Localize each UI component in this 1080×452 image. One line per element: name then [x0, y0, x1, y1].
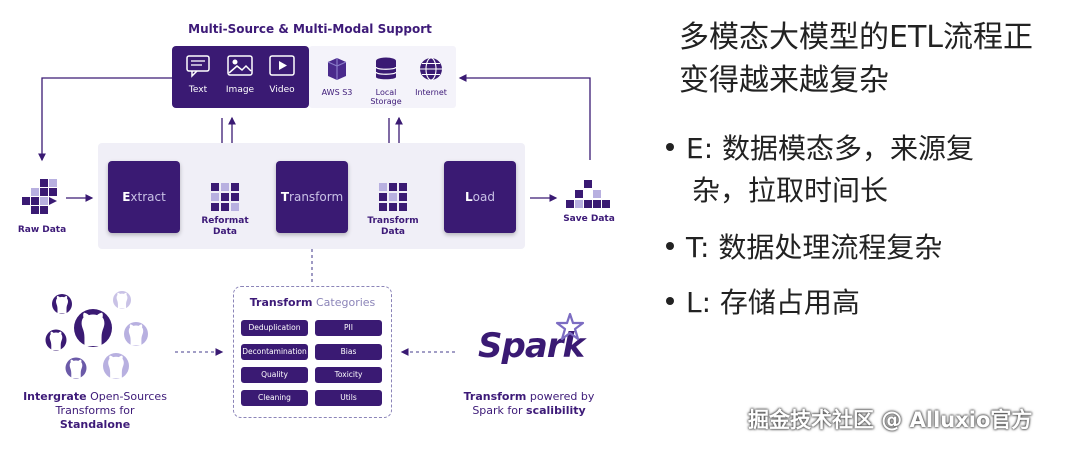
transform-data-line2: Data — [381, 227, 405, 237]
storage-source-panel: AWS S3 Local Storage Internet — [309, 46, 456, 108]
transform-data-line1: Transform — [367, 216, 419, 226]
diagram-title: Multi-Source & Multi-Modal Support — [188, 22, 432, 36]
reformat-line2: Data — [213, 227, 237, 237]
source-video: Video — [262, 54, 302, 95]
categories-title-rest: Categories — [312, 296, 376, 309]
raw-data-icon — [22, 179, 57, 214]
globe-icon — [420, 57, 442, 81]
spark-l1-bold: Transform — [463, 390, 527, 403]
source-image: Image — [220, 54, 260, 95]
source-text: Text — [178, 54, 218, 95]
load-rest: oad — [472, 190, 495, 204]
load-initial: L — [465, 190, 473, 204]
category-decontamination: Decontamination — [241, 344, 308, 360]
categories-title-bold: Transform — [249, 296, 313, 309]
note-l-line1: L: 存储占用高 — [686, 286, 860, 319]
transform-rest: ransform — [289, 190, 344, 204]
source-internet-label: Internet — [415, 88, 447, 97]
transform-data-label: Transform Data — [364, 216, 422, 238]
note-bullet-l: L: 存储占用高 — [666, 282, 860, 324]
category-quality: Quality — [241, 367, 308, 383]
category-deduplication: Deduplication — [241, 320, 308, 336]
image-icon — [227, 55, 253, 76]
watermark: 掘金技术社区 @ Alluxio官方 — [748, 408, 1033, 432]
save-data-icon — [566, 180, 610, 208]
bullet-dot — [666, 143, 674, 151]
transform-stage: Transform — [276, 161, 348, 233]
source-local-storage: Local Storage — [359, 56, 413, 106]
source-text-label: Text — [188, 85, 208, 95]
category-utils: Utils — [315, 390, 382, 406]
reformat-data-icon — [211, 183, 239, 211]
aws-s3-icon — [327, 58, 347, 80]
open-source-l1-rest: Open-Sources — [86, 390, 167, 403]
spark-logo-text: Spark — [478, 326, 585, 366]
source-local-storage-label: Local Storage — [370, 88, 402, 106]
extract-stage: Extract — [108, 161, 180, 233]
category-toxicity: Toxicity — [315, 367, 382, 383]
raw-data-label: Raw Data — [17, 225, 67, 235]
open-source-l1-bold: Intergrate — [23, 390, 87, 403]
spark-l2-bold: scalibility — [526, 404, 586, 417]
source-aws-s3: AWS S3 — [313, 56, 361, 97]
notes-title-line2: 变得越来越复杂 — [679, 63, 889, 98]
notes-title: 多模态大模型的ETL流程正 变得越来越复杂 — [679, 16, 1033, 102]
multimodal-source-panel: Text Image Video — [172, 46, 309, 108]
database-icon — [375, 57, 397, 80]
spark-star-icon — [555, 312, 585, 341]
open-source-l2-bold: Standalone — [59, 418, 131, 431]
chat-text-icon — [186, 55, 210, 78]
open-source-l2-rest: Transforms for — [55, 404, 135, 417]
open-source-caption: Intergrate Open-Sources Transforms for S… — [20, 390, 170, 432]
video-icon — [269, 55, 295, 76]
categories-title: Transform Categories — [234, 296, 391, 309]
note-t-line1: T: 数据处理流程复杂 — [686, 231, 943, 264]
bullet-dot — [666, 297, 674, 305]
save-data-label: Save Data — [563, 214, 615, 224]
source-internet: Internet — [409, 56, 453, 97]
transform-initial: T — [280, 190, 290, 204]
note-bullet-t: T: 数据处理流程复杂 — [666, 227, 942, 269]
reformat-line1: Reformat — [201, 216, 249, 226]
source-aws-s3-label: AWS S3 — [321, 88, 353, 97]
load-stage: Load — [444, 161, 516, 233]
spark-caption: Transform powered by Spark for scalibili… — [455, 390, 603, 418]
note-e-line2: 杂，拉取时间长 — [692, 174, 889, 207]
transform-data-icon — [379, 183, 407, 211]
extract-initial: E — [122, 190, 131, 204]
notes-title-line1: 多模态大模型的ETL流程正 — [679, 20, 1033, 55]
github-logos-cluster — [45, 291, 148, 379]
category-cleaning: Cleaning — [241, 390, 308, 406]
source-video-label: Video — [269, 85, 295, 95]
transform-categories-panel: Transform Categories Deduplication PII D… — [233, 286, 392, 418]
category-bias: Bias — [315, 344, 382, 360]
note-bullet-e: E: 数据模态多，来源复 杂，拉取时间长 — [666, 128, 974, 212]
bullet-dot — [666, 242, 674, 250]
note-e-line1: E: 数据模态多，来源复 — [686, 132, 975, 165]
category-pii: PII — [315, 320, 382, 336]
reformat-data-label: Reformat Data — [196, 216, 254, 238]
source-image-label: Image — [225, 85, 255, 95]
spark-l2-rest: Spark for — [472, 404, 527, 417]
spark-l1-rest: powered by — [526, 390, 595, 403]
extract-rest: xtract — [130, 190, 166, 204]
